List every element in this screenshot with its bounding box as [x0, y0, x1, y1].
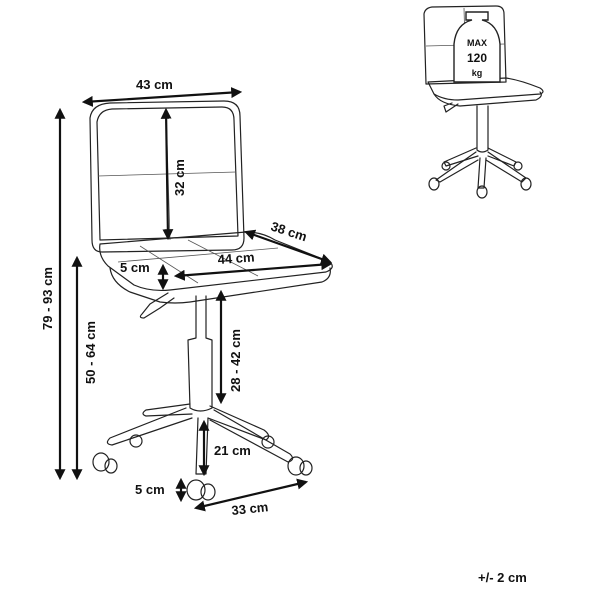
label-caster-height: 5 cm [135, 482, 165, 497]
star-base [106, 403, 294, 475]
weight-icon [453, 11, 501, 83]
label-base-height: 21 cm [214, 443, 251, 458]
dim-line-seat-depth [243, 229, 333, 265]
label-seat-height: 50 - 64 cm [83, 321, 98, 384]
label-total-height: 79 - 93 cm [40, 267, 55, 330]
dim-line-back-height [160, 107, 174, 241]
thumb-cylinder [476, 105, 489, 153]
dimension-lines [54, 87, 333, 512]
dim-line-back-width [81, 87, 243, 107]
label-base-radius: 33 cm [231, 499, 269, 518]
label-seat-back-width: 43 cm [136, 77, 173, 92]
dimension-labels: 43 cm 32 cm 38 cm 44 cm 5 cm 79 - 93 cm … [40, 77, 309, 518]
dim-line-seat-width [173, 259, 333, 281]
label-seat-width: 44 cm [217, 249, 255, 267]
casters [92, 434, 313, 501]
thumb-lever [443, 102, 459, 113]
label-back-height: 32 cm [172, 159, 187, 196]
label-gas-lift-height: 28 - 42 cm [228, 329, 243, 392]
dim-line-base-radius [193, 478, 309, 512]
backrest-inner [96, 106, 239, 241]
thumb-backrest [423, 5, 507, 85]
gas-cylinder [187, 295, 213, 412]
thumb-seat [427, 77, 544, 101]
weight-value: 120 [467, 51, 487, 65]
weight-max: MAX [467, 38, 487, 48]
thumb-base [428, 147, 532, 199]
tolerance-note: +/- 2 cm [478, 570, 527, 585]
main-chair [89, 100, 333, 501]
weight-unit: kg [472, 68, 483, 78]
label-seat-thickness: 5 cm [120, 260, 150, 275]
lift-lever [139, 292, 175, 319]
weight-badge: MAX 120 kg [453, 11, 501, 83]
